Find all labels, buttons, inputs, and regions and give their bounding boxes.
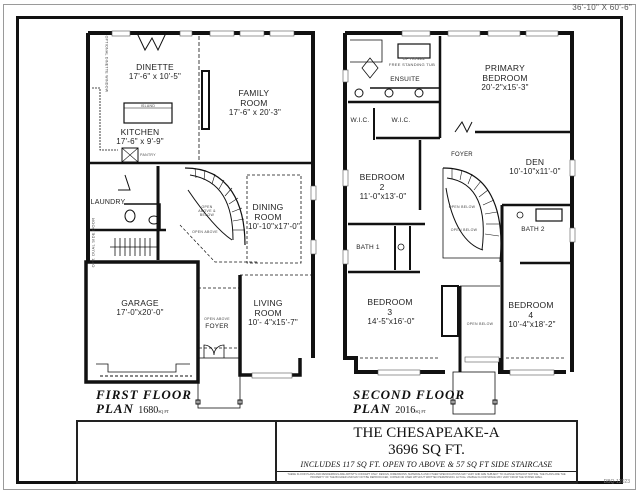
room-living-room: LIVING ROOM 10'- 4"x15'-7": [248, 298, 298, 328]
room-laundry: LAUNDRY: [91, 198, 126, 208]
plan-title-line2: PLAN: [96, 401, 134, 416]
room-name: ENSUITE: [390, 76, 420, 83]
plan-sqft: 1680: [138, 405, 159, 416]
room-dimensions: 14'-5"x16'-0": [367, 317, 415, 326]
room-ensuite: ENSUITE: [390, 75, 420, 85]
plan-title-line1: SECOND FLOOR: [353, 387, 466, 402]
room-den: DEN 10'-10"x11'-0": [509, 157, 560, 177]
room-foyer-upper: FOYER: [451, 150, 473, 160]
room-dining-room: DINING ROOM 10'-10"x17'-0": [248, 202, 300, 232]
room-dimensions: 10'- 4"x15'-7": [248, 318, 298, 327]
room-name: DINETTE: [136, 62, 174, 72]
plan-sqft-unit: SQ FT: [415, 409, 426, 414]
second-floor-title: SECOND FLOOR PLAN 2016SQ FT: [353, 388, 465, 419]
includes-note: INCLUDES 117 SQ FT. OPEN TO ABOVE & 57 S…: [300, 460, 553, 469]
open-below-note-2: OPEN BELOW: [450, 228, 478, 232]
room-garage: GARAGE 17'-0"x20'-0": [116, 298, 163, 318]
drawing-code: DBQ-12023: [603, 479, 630, 485]
room-name: PRIMARY BEDROOM: [482, 63, 528, 83]
room-bedroom-4: BEDROOM 4 10'-4"x18'-2": [508, 300, 555, 330]
room-bath-2: BATH 2: [521, 225, 544, 235]
room-dimensions: 20'-2"x15'-3": [481, 83, 529, 92]
room-name: BATH 2: [521, 226, 545, 233]
room-dimensions: 17'-6" x 9'-9": [116, 137, 164, 146]
open-below-note-3: OPEN BELOW: [466, 322, 494, 326]
room-name: BATH 1: [356, 244, 380, 251]
room-dimensions: 10'-10"x17'-0": [247, 222, 301, 231]
room-name: BEDROOM 4: [508, 300, 554, 320]
plan-title-line1: FIRST FLOOR: [96, 387, 192, 402]
room-wic-2: W.I.C.: [392, 116, 411, 126]
first-floor-title: FIRST FLOOR PLAN 1680SQ FT: [96, 388, 192, 419]
plan-title-line2: PLAN: [353, 401, 391, 416]
optional-window-note: OPTIONAL DINETTE WINDOW: [104, 35, 109, 93]
room-bath-1: BATH 1: [356, 243, 379, 253]
room-dimensions: 10'-4"x18'-2": [508, 320, 556, 329]
title-block-logo-area: [78, 422, 277, 482]
disclaimer: THESE FLOOR PLANS AND RENDERINGS ARE ART…: [277, 471, 576, 482]
room-name: BEDROOM 3: [367, 297, 413, 317]
room-kitchen: KITCHEN 17'-6" x 9'-9": [116, 127, 164, 147]
room-family-room: FAMILY ROOM 17'-6" x 20'-3": [229, 88, 281, 118]
title-block-main: THE CHESAPEAKE-A 3696 SQ FT. INCLUDES 11…: [277, 422, 576, 471]
optional-tub-note: OPTIONAL: [403, 56, 426, 61]
room-dimensions: 10'-10"x11'-0": [509, 167, 561, 176]
title-block-info: THE CHESAPEAKE-A 3696 SQ FT. INCLUDES 11…: [277, 422, 576, 482]
room-name: FOYER: [205, 323, 229, 330]
room-bedroom-3: BEDROOM 3 14'-5"x16'-0": [367, 297, 414, 327]
plan-sqft: 2016: [395, 405, 416, 416]
room-name: DINING ROOM: [252, 202, 284, 222]
room-dinette: DINETTE 17'-6" x 10'-5": [129, 62, 181, 82]
room-name: KITCHEN: [120, 127, 160, 137]
room-dimensions: 17'-6" x 10'-5": [128, 72, 182, 81]
optional-label: OPTIONAL: [402, 56, 426, 61]
room-dimensions: 17'-6" x 20'-3": [228, 108, 282, 117]
overall-dimensions: 36'-10" X 60'-6": [572, 3, 632, 12]
kitchen-island-note: ISLAND: [140, 104, 156, 108]
stair-open-above-note: OPEN ABOVE: [192, 230, 218, 234]
room-name: W.I.C.: [391, 117, 411, 124]
room-primary-bedroom: PRIMARY BEDROOM 20'-2"x15'-3": [480, 63, 530, 93]
room-name: BEDROOM 2: [359, 172, 405, 192]
room-foyer: FOYER: [205, 322, 228, 332]
room-name: LIVING ROOM: [253, 298, 283, 318]
plan-sqft-unit: SQ FT: [158, 409, 169, 414]
room-dimensions: 17'-0"x20'-0": [116, 308, 164, 317]
side-door-note: OPT. DUAL SIDE DOOR: [90, 217, 96, 268]
room-name: DEN: [525, 157, 545, 167]
room-name: GARAGE: [121, 298, 159, 308]
sheet-border: [3, 4, 636, 490]
pantry-note: PANTRY: [140, 153, 156, 157]
room-name: FOYER: [451, 152, 473, 158]
room-name: W.I.C.: [350, 117, 370, 124]
room-dimensions: 11'-0"x13'-0": [359, 192, 407, 201]
room-bedroom-2: BEDROOM 2 11'-0"x13'-0": [360, 172, 407, 202]
open-below-note-1: OPEN BELOW: [448, 205, 476, 209]
title-block: THE CHESAPEAKE-A 3696 SQ FT. INCLUDES 11…: [76, 420, 578, 484]
model-name: THE CHESAPEAKE-A: [353, 425, 500, 441]
room-wic-1: W.I.C.: [351, 116, 370, 126]
stair-open-above-below-note: OPEN ABOVE & BELOW: [198, 205, 216, 217]
foyer-open-above-note: OPEN ABOVE: [204, 317, 230, 321]
total-sqft: 3696 SQ FT.: [388, 442, 465, 458]
free-standing-tub-note: FREE STANDING TUB: [388, 62, 436, 67]
room-name: LAUNDRY: [90, 199, 126, 206]
room-name: FAMILY ROOM: [238, 88, 270, 108]
